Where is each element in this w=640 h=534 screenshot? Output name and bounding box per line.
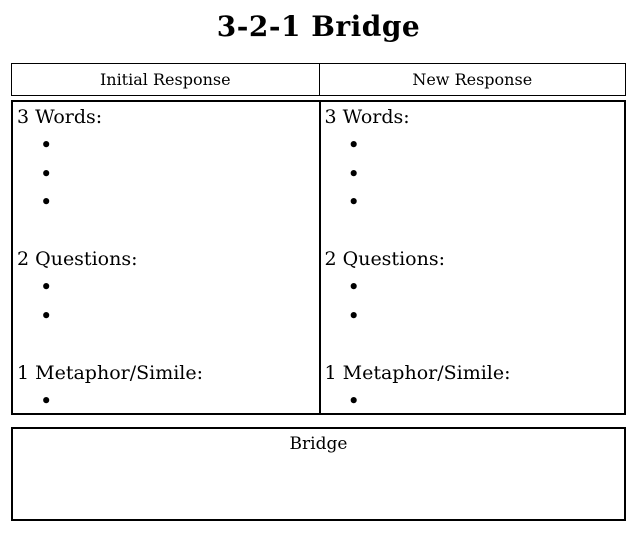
bullet-icon: •: [40, 133, 53, 158]
blank-line: [17, 217, 319, 245]
bullet-icon: •: [40, 388, 53, 413]
column-initial-response: 3 Words: • • • 2 Questions: • • 1 Metaphor/Simi…: [13, 102, 319, 413]
blank-line: [325, 217, 625, 245]
bullet-line: •: [325, 273, 625, 301]
bullet-icon: •: [347, 303, 360, 328]
column-new-response: 3 Words: • • • 2 Questions: • • 1 Metaphor/Simi…: [318, 102, 625, 413]
bullet-icon: •: [40, 161, 53, 186]
section-label: 3 Words:: [17, 106, 103, 128]
response-header-row: Initial Response New Response: [11, 63, 626, 96]
bullet-icon: •: [40, 303, 53, 328]
page-title: 3-2-1 Bridge: [216, 10, 421, 43]
bullet-line: •: [325, 387, 625, 413]
bullet-line: •: [17, 160, 319, 188]
bullet-icon: •: [40, 190, 53, 215]
section-label: 2 Questions:: [17, 247, 138, 270]
bridge-label: Bridge: [289, 434, 348, 454]
section-label: 3 Words:: [324, 106, 410, 128]
header-initial-response: Initial Response: [99, 69, 231, 89]
bullet-line: •: [325, 188, 625, 216]
response-body-table: 3 Words: • • • 2 Questions: • • 1 Metaphor/Simi…: [11, 100, 626, 415]
bullet-icon: •: [347, 388, 360, 413]
header-new-response: New Response: [318, 64, 626, 95]
bridge-section: Bridge: [11, 427, 626, 521]
section-label: 1 Metaphor/Simile:: [17, 361, 204, 384]
bullet-line: •: [325, 131, 625, 159]
bullet-line: •: [17, 387, 319, 413]
bullet-icon: •: [347, 133, 360, 158]
section-label: 2 Questions:: [324, 247, 445, 270]
blank-line: [17, 330, 319, 358]
bullet-line: •: [325, 160, 625, 188]
blank-line: [325, 330, 625, 358]
bullet-icon: •: [347, 275, 360, 300]
bullet-line: •: [17, 131, 319, 159]
bullet-icon: •: [347, 161, 360, 186]
bullet-line: •: [17, 273, 319, 301]
bullet-icon: •: [347, 190, 360, 215]
bullet-line: •: [325, 302, 625, 330]
bullet-icon: •: [40, 275, 53, 300]
bullet-line: •: [17, 188, 319, 216]
section-label: 1 Metaphor/Simile:: [324, 361, 511, 384]
bullet-line: •: [17, 302, 319, 330]
